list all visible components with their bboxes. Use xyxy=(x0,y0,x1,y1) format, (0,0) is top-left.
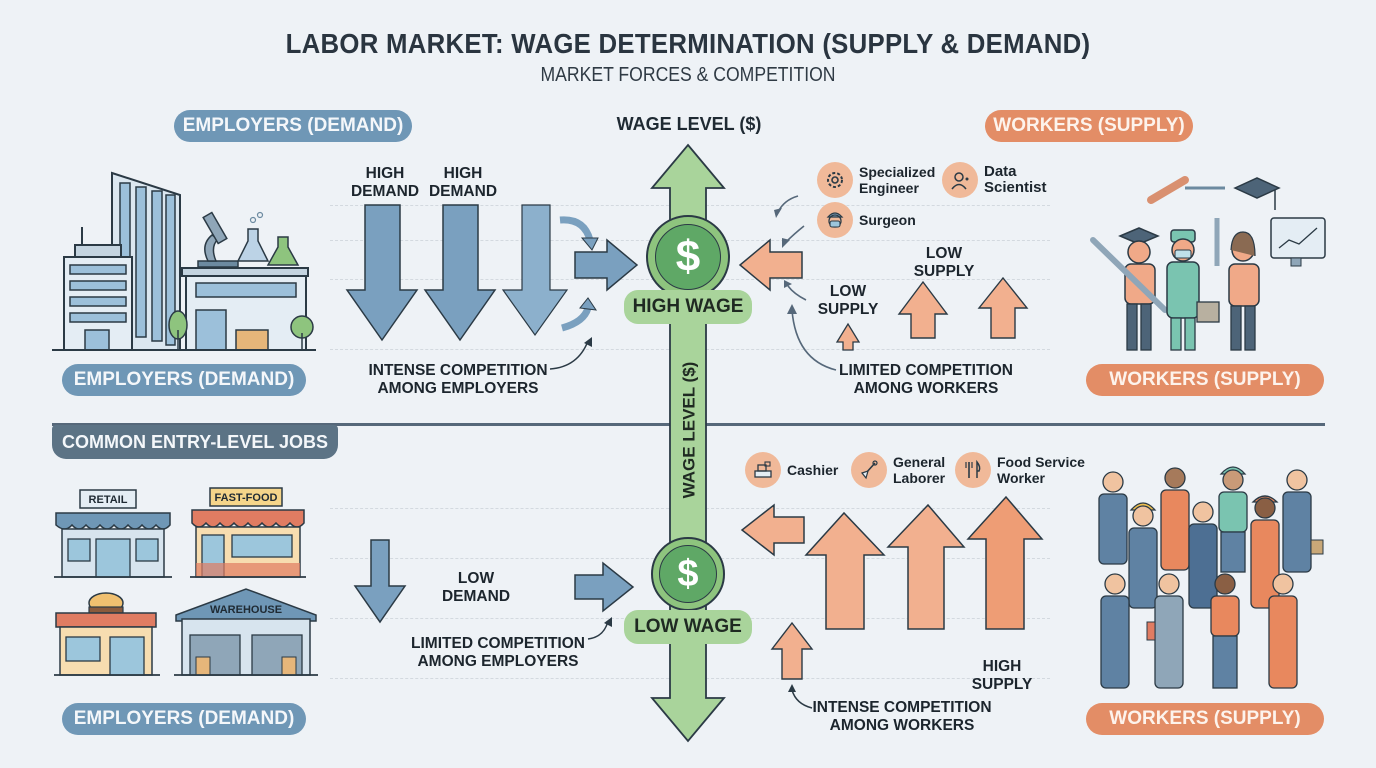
intense-competition-employers-label: INTENSE COMPETITION AMONG EMPLOYERS xyxy=(368,362,548,397)
demand-push-arrow-bottom xyxy=(574,561,635,613)
skilled-workers-illustration xyxy=(1090,176,1326,351)
retail-sign: RETAIL xyxy=(89,494,128,506)
section-divider xyxy=(330,423,1325,426)
supply-push-arrow-bottom xyxy=(740,503,805,557)
employers-demand-pill-bottom: EMPLOYERS (DEMAND) xyxy=(62,364,306,396)
vertical-wage-label: WAGE LEVEL ($) xyxy=(679,361,698,499)
high-demand-down-arrows xyxy=(345,204,569,342)
employers-demand-pill-entry: EMPLOYERS (DEMAND) xyxy=(62,703,306,735)
entry-level-workers-crowd-illustration xyxy=(1098,466,1324,689)
dollar-sign-icon: $ xyxy=(659,545,717,603)
curved-pointer-arrow xyxy=(587,617,612,640)
job-chip-surgeon: Surgeon xyxy=(817,202,916,238)
limited-competition-workers-label: LIMITED COMPETITION AMONG WORKERS xyxy=(839,362,1013,397)
workers-supply-pill-bottom: WORKERS (SUPPLY) xyxy=(1086,364,1324,396)
fork-knife-icon xyxy=(955,452,991,488)
high-wage-pill: HIGH WAGE xyxy=(624,290,752,324)
low-wage-coin-icon: $ xyxy=(651,537,725,611)
job-label: Food Service Worker xyxy=(997,454,1085,486)
section-divider xyxy=(52,423,332,426)
workers-supply-pill-top: WORKERS (SUPPLY) xyxy=(985,110,1193,142)
cash-register-icon xyxy=(745,452,781,488)
high-wage-coin-icon: $ xyxy=(646,215,730,299)
high-supply-up-arrows xyxy=(770,495,1044,680)
worker-figure xyxy=(1098,471,1128,565)
job-chip-general-laborer: General Laborer xyxy=(851,452,949,488)
job-label: Cashier xyxy=(787,462,839,478)
job-label: Specialized Engineer xyxy=(859,164,936,196)
high-demand-label-1: HIGH DEMAND xyxy=(350,165,420,200)
wage-level-axis-title: WAGE LEVEL ($) xyxy=(616,114,762,134)
page-title: LABOR MARKET: WAGE DETERMINATION (SUPPLY… xyxy=(285,28,1091,59)
employers-demand-pill-top: EMPLOYERS (DEMAND) xyxy=(174,110,412,142)
low-supply-label-1: LOW SUPPLY xyxy=(817,283,879,318)
job-label: Surgeon xyxy=(859,212,916,228)
job-chip-food-service-worker: Food Service Worker xyxy=(955,452,1087,488)
entry-level-stores-illustration: RETAIL FAST-FOOD WAREHOUSE xyxy=(54,487,318,676)
intense-competition-workers-label: INTENSE COMPETITION AMONG WORKERS xyxy=(812,699,992,734)
low-supply-label-2: LOW SUPPLY xyxy=(913,245,975,280)
surgeon-icon xyxy=(817,202,853,238)
supply-push-arrow-top xyxy=(738,238,803,292)
curved-pointer-arrow xyxy=(788,684,813,709)
job-chip-specialized-engineer: Specialized Engineer xyxy=(817,162,939,198)
shovel-icon xyxy=(851,452,887,488)
common-entry-level-jobs-tab: COMMON ENTRY-LEVEL JOBS xyxy=(52,425,338,459)
limited-competition-employers-label: LIMITED COMPETITION AMONG EMPLOYERS xyxy=(411,635,585,670)
vertical-axis-label-wrap: WAGE LEVEL ($) xyxy=(676,355,702,505)
dollar-sign-icon: $ xyxy=(655,224,721,290)
job-chip-cashier: Cashier xyxy=(745,452,838,488)
low-supply-up-arrows xyxy=(835,276,1029,351)
job-label: General Laborer xyxy=(893,454,946,486)
curved-pointer-arrow xyxy=(549,337,592,370)
job-chip-data-scientist: Data Scientist xyxy=(942,162,1054,198)
job-label: Data Scientist xyxy=(984,163,1047,196)
high-supply-label: HIGH SUPPLY xyxy=(971,658,1033,693)
low-wage-pill: LOW WAGE xyxy=(624,610,752,644)
curved-arrows-employers xyxy=(559,216,599,332)
scientist-icon xyxy=(942,162,978,198)
fast-food-sign: FAST-FOOD xyxy=(215,492,278,504)
pointer-arrows-workers xyxy=(774,195,837,371)
low-demand-down-arrow xyxy=(353,539,407,624)
low-demand-label: LOW DEMAND xyxy=(441,570,511,605)
workers-supply-pill-entry: WORKERS (SUPPLY) xyxy=(1086,703,1324,735)
warehouse-sign: WAREHOUSE xyxy=(210,604,282,616)
office-lab-buildings-illustration xyxy=(52,171,316,351)
demand-push-arrow-top xyxy=(574,238,639,292)
high-demand-label-2: HIGH DEMAND xyxy=(428,165,498,200)
page-subtitle: MARKET FORCES & COMPETITION xyxy=(540,64,836,86)
gear-icon xyxy=(817,162,853,198)
